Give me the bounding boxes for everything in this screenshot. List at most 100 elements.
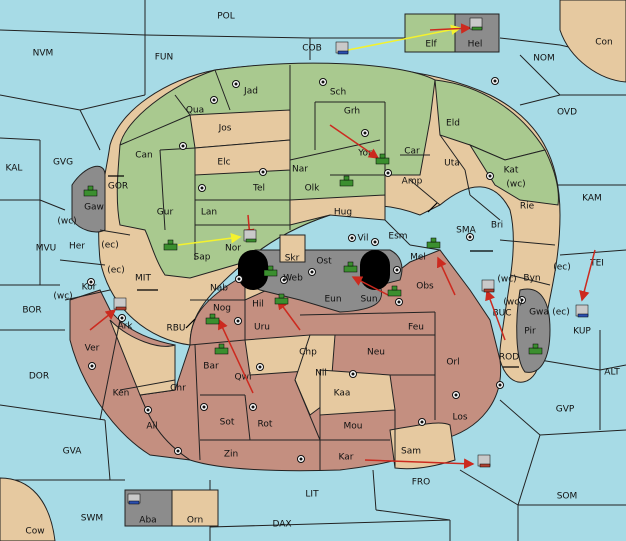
sea-label-som: SOM — [557, 492, 578, 502]
supply-center-dot — [420, 420, 424, 424]
fleet-fro[interactable] — [477, 454, 491, 468]
label-olk: Olk — [305, 184, 321, 194]
move-order-uru-hil — [277, 298, 301, 331]
sea-label-bor: BOR — [22, 306, 41, 316]
supply-center-dot — [363, 131, 367, 135]
sea-label-rbu: RBU — [166, 324, 185, 334]
sea-label-mvu: MVU — [36, 244, 57, 254]
move-order-tei-kup — [579, 249, 596, 302]
label-sot: Sot — [220, 418, 235, 428]
label-web: Web — [283, 274, 303, 284]
sea-label-gva: GVA — [63, 447, 83, 457]
territory-sam[interactable] — [389, 422, 456, 470]
label-skr: Skr — [285, 254, 300, 264]
supply-center-dot — [90, 364, 94, 368]
fleet-buc[interactable] — [481, 279, 495, 293]
move-orders — [89, 23, 596, 469]
label-uta: Uta — [444, 159, 460, 169]
sea-labels: POL NVM FUN COB NOM Con OVD KAL GVG MVU … — [6, 12, 621, 537]
army-pir[interactable] — [528, 343, 543, 355]
label-amp: Amp — [402, 177, 423, 187]
supply-center-dot — [261, 170, 265, 174]
supply-center-dot — [397, 300, 401, 304]
label-ver: Ver — [85, 344, 100, 354]
move-order-pir-buc — [485, 289, 506, 341]
supply-center-dot — [488, 174, 492, 178]
label-gaw: Gaw — [84, 203, 104, 213]
sea-label-cob: COB — [302, 44, 322, 54]
supply-center-dot — [212, 98, 216, 102]
move-order-grh-yor — [329, 124, 380, 159]
territory-gaw[interactable] — [71, 165, 106, 233]
fleet-kup[interactable] — [575, 304, 589, 318]
sea-label-fro: FRO — [412, 478, 431, 488]
army-mel[interactable] — [426, 237, 441, 249]
territory-kaa[interactable] — [319, 369, 396, 416]
army-gaw[interactable] — [83, 185, 98, 197]
territory-chr[interactable] — [109, 319, 176, 396]
supply-center-dot — [202, 405, 206, 409]
label-orl: Orl — [446, 358, 459, 368]
army-sun[interactable] — [387, 285, 402, 297]
army-web[interactable] — [263, 265, 278, 277]
supply-centers — [87, 77, 526, 463]
coast-label-ec-gwa: (ec) — [552, 308, 570, 318]
territory-orn[interactable] — [171, 489, 219, 527]
label-gur: Gur — [157, 208, 174, 218]
supply-center-dot — [89, 280, 93, 284]
coast-label-wc-her: (wc) — [57, 217, 76, 227]
support-orders — [177, 24, 462, 246]
supply-center-dot — [251, 405, 255, 409]
supply-center-dot — [258, 365, 262, 369]
territory-kat[interactable] — [468, 143, 559, 206]
territory-ver[interactable] — [69, 289, 191, 461]
supply-center-dot — [310, 270, 314, 274]
fleet-cob[interactable] — [335, 41, 349, 55]
sea-label-lit: LIT — [305, 490, 319, 500]
connection-arrows — [108, 175, 519, 368]
label-her: Her — [69, 242, 85, 252]
supply-center-dot — [237, 277, 241, 281]
sea-label-nom: NOM — [533, 54, 555, 64]
label-sun: Sun — [360, 295, 377, 305]
label-mou: Mou — [344, 422, 363, 432]
sea-label-alt: ALT — [604, 368, 620, 378]
label-aba: Aba — [139, 516, 156, 526]
army-hil[interactable] — [274, 293, 289, 305]
army-sap[interactable] — [163, 239, 178, 251]
supply-center-dot — [351, 372, 355, 376]
label-yor: Yor — [357, 149, 372, 159]
sma-link-upper — [427, 202, 438, 213]
label-jad: Jad — [243, 87, 258, 97]
label-uru: Uru — [254, 323, 270, 333]
supply-center-dot — [468, 235, 472, 239]
label-ark: Ark — [117, 322, 133, 332]
sea-label-gvg: GVG — [53, 158, 73, 168]
label-sch: Sch — [330, 88, 346, 98]
label-neu: Neu — [367, 348, 385, 358]
army-ost[interactable] — [343, 261, 358, 273]
supply-center-dot — [454, 393, 458, 397]
province-labels: Jad Sch Qua Jos Grh Eld Can Elc Nar Yor … — [69, 40, 549, 526]
sea-label-cow: Cow — [25, 527, 44, 537]
army-nog[interactable] — [205, 313, 220, 325]
label-mel: Mel — [410, 253, 426, 263]
fleet-ark[interactable] — [113, 297, 127, 311]
territory-skr[interactable] — [279, 234, 306, 263]
sea-label-buc: BUC — [492, 309, 511, 319]
army-yor[interactable] — [375, 153, 390, 165]
fleet-hel[interactable] — [469, 17, 483, 31]
fleet-aba[interactable] — [127, 493, 141, 505]
label-ken: Ken — [113, 389, 130, 399]
label-ail: Ail — [146, 422, 157, 432]
sea-label-mit: MIT — [135, 274, 151, 284]
army-bar[interactable] — [214, 343, 229, 355]
sea-label-tei: TEI — [589, 259, 604, 269]
army-olk[interactable] — [339, 175, 354, 187]
move-order-ver-ark — [89, 309, 117, 331]
move-order-obs-mel — [436, 256, 456, 296]
fleet-nor[interactable] — [243, 229, 257, 243]
coast-label-wc-byn: (wc) — [497, 275, 516, 285]
